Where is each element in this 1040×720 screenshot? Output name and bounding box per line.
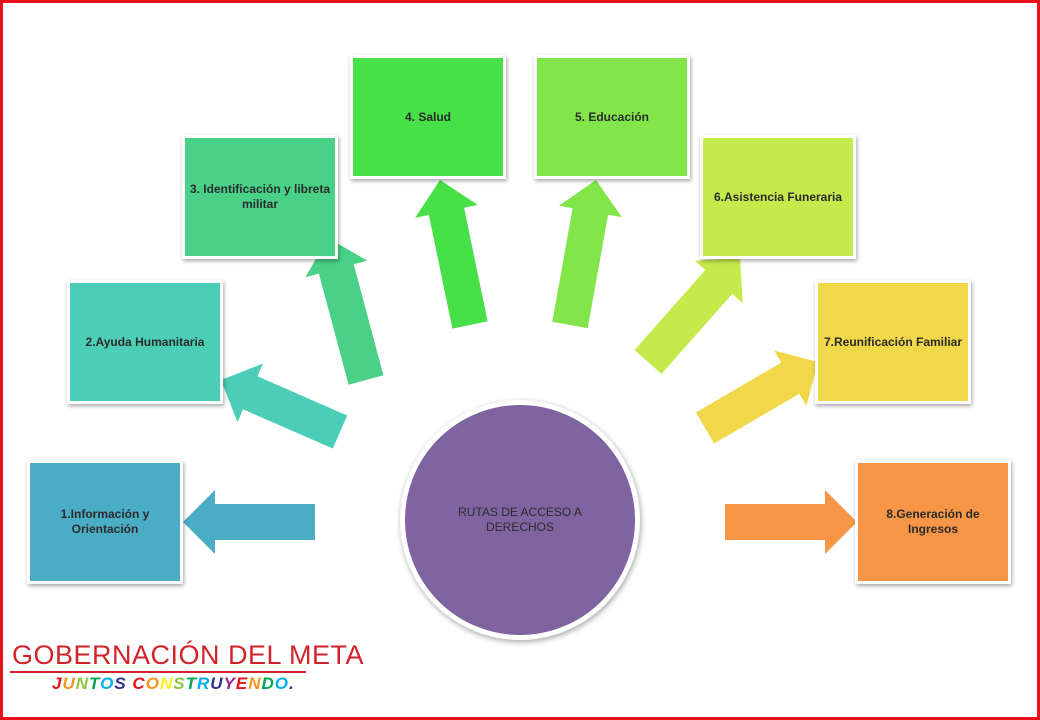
- slogan-letter: N: [75, 674, 90, 693]
- slogan-letter: .: [289, 674, 295, 693]
- arrow-reunificacion-familiar: [695, 350, 818, 444]
- route-box-ayuda-humanitaria[interactable]: 2.Ayuda Humanitaria: [67, 280, 223, 404]
- route-box-identificacion[interactable]: 3. Identificación y libreta militar: [182, 135, 338, 259]
- slogan-letter: U: [62, 674, 76, 693]
- route-box-generacion-ingresos[interactable]: 8.Generación de Ingresos: [855, 460, 1011, 584]
- slogan-letter: E: [235, 674, 249, 693]
- arrow-informacion: [183, 490, 315, 554]
- logo-title: GOBERNACIÓN DEL META: [12, 640, 365, 670]
- arrow-ayuda-humanitaria: [221, 363, 348, 449]
- route-label-generacion-ingresos: 8.Generación de Ingresos: [886, 507, 980, 536]
- center-circle[interactable]: RUTAS DE ACCESO A DERECHOS: [400, 400, 640, 640]
- arrow-educacion: [552, 180, 622, 329]
- route-label-salud: 4. Salud: [404, 110, 451, 124]
- slogan-letter: T: [89, 674, 101, 693]
- route-label-identificacion: 3. Identificación y libreta militar: [189, 182, 331, 211]
- arrow-salud: [415, 180, 488, 329]
- slogan-letter: O: [100, 674, 115, 693]
- route-label-ayuda-humanitaria: 2.Ayuda Humanitaria: [85, 334, 205, 349]
- route-box-salud[interactable]: 4. Salud: [350, 55, 506, 179]
- slogan-letter: C: [132, 674, 146, 693]
- route-label-educacion: 5. Educación: [574, 110, 650, 124]
- slogan-letter: S: [114, 674, 127, 693]
- route-box-educacion[interactable]: 5. Educación: [534, 55, 690, 179]
- slogan-letter: U: [210, 674, 224, 693]
- route-box-informacion[interactable]: 1.Información y Orientación: [27, 460, 183, 584]
- arrow-identificacion: [305, 238, 384, 385]
- gobernacion-logo: GOBERNACIÓN DEL META JUNTOS CONSTRUYENDO…: [10, 640, 364, 702]
- route-box-reunificacion-familiar[interactable]: 7.Reunificación Familiar: [815, 280, 971, 404]
- arrow-asistencia-funeraria: [634, 258, 743, 374]
- slogan-letter: R: [196, 674, 211, 693]
- route-label-informacion: 1.Información y Orientación: [60, 507, 150, 536]
- route-label-asistencia-funeraria: 6.Asistencia Funeraria: [713, 189, 843, 204]
- slogan-letter: N: [248, 674, 262, 693]
- slogan-letter: O: [145, 674, 160, 693]
- slogan-letter: J: [52, 674, 63, 693]
- slogan-letter: N: [159, 674, 174, 693]
- slogan-letter: S: [173, 674, 186, 693]
- center-label: RUTAS DE ACCESO A DERECHOS: [458, 505, 582, 534]
- slogan-letter: T: [185, 674, 197, 693]
- slogan-letter: Y: [223, 674, 236, 693]
- slogan-letter: O: [274, 674, 289, 693]
- route-box-asistencia-funeraria[interactable]: 6.Asistencia Funeraria: [700, 135, 856, 259]
- logo-divider: [10, 671, 306, 673]
- route-label-reunificacion-familiar: 7.Reunificación Familiar: [823, 334, 963, 349]
- arrow-generacion-ingresos: [725, 490, 857, 554]
- logo-slogan: JUNTOS CONSTRUYENDO.: [52, 674, 295, 694]
- slogan-letter: D: [261, 674, 275, 693]
